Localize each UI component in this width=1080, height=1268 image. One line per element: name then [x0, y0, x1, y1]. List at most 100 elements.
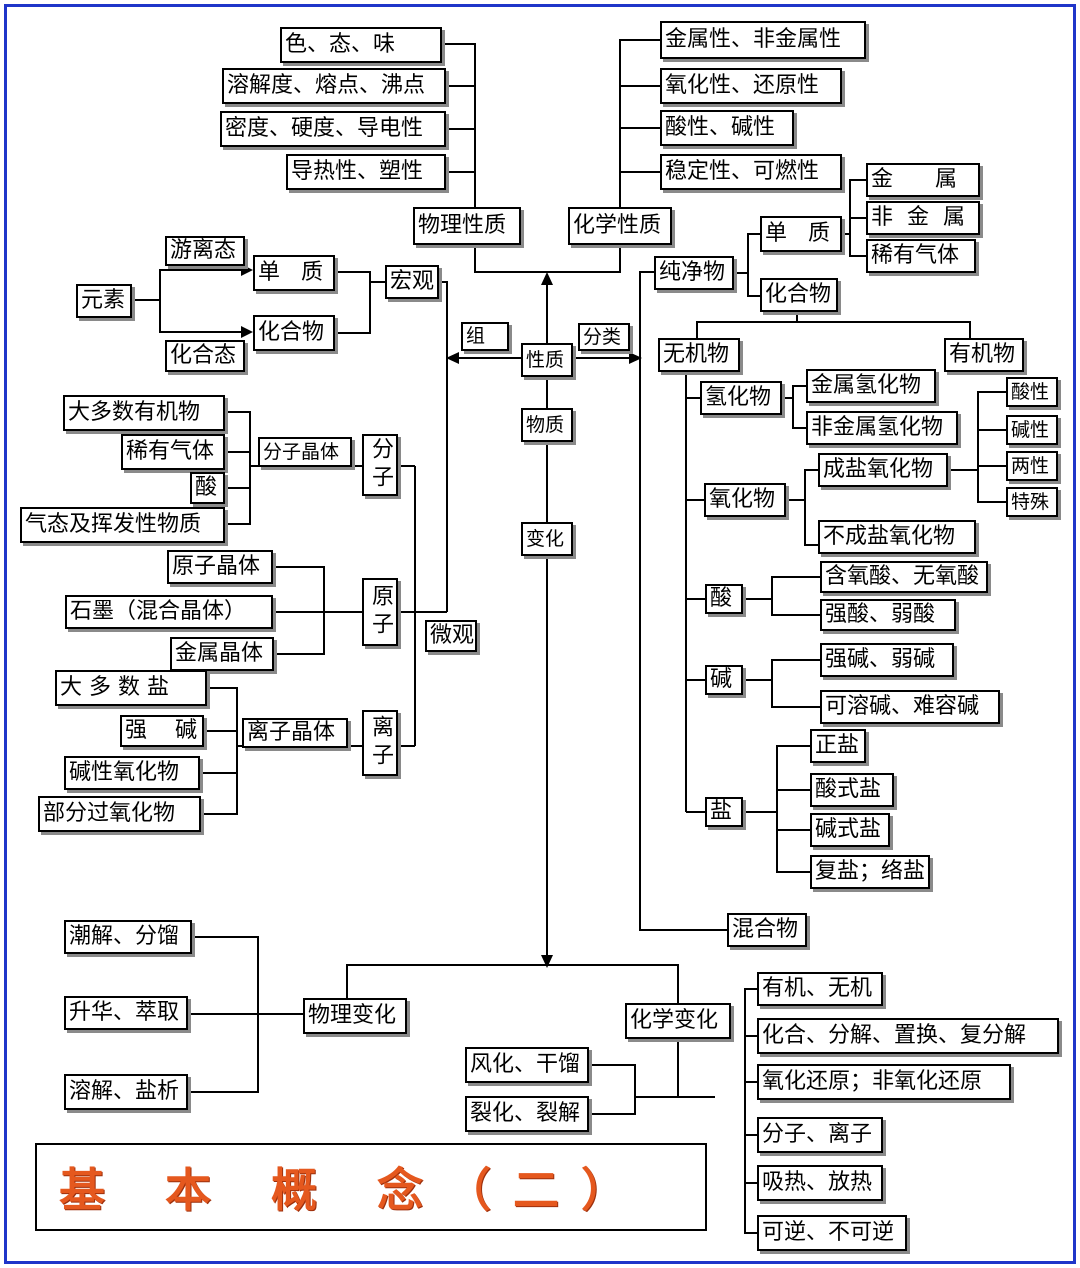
physical-change-dissolution: 溶解、盐析 [64, 1074, 188, 1110]
chemical-change-cracking: 裂化、裂解 [465, 1096, 589, 1132]
title-box: 基 本 概 念（二） [35, 1143, 707, 1231]
salt-item-normal: 正盐 [810, 729, 866, 763]
chemical-examples-bracket [589, 1064, 636, 1115]
arrowhead-right [629, 352, 642, 364]
arrowhead-compound [241, 326, 253, 338]
acid-item-strength: 强酸、弱酸 [820, 599, 956, 631]
salt-node: 盐 [705, 797, 743, 827]
reaction-type-organic: 有机、无机 [757, 972, 883, 1006]
physical-property-solubility: 溶解度、熔点、沸点 [222, 68, 446, 104]
molecule-node: 分子 [362, 434, 398, 496]
molecular-item-rare-gas: 稀有气体 [121, 434, 225, 470]
simple-item-rare-gas: 稀有气体 [866, 239, 976, 273]
atomic-item-atomic-crystal: 原子晶体 [167, 550, 273, 584]
reaction-type-reversibility: 可逆、不可逆 [757, 1215, 907, 1251]
oxide-type-special: 特殊 [1006, 487, 1058, 517]
molecule-label: 分子 [368, 437, 393, 493]
chemical-property-stability: 稳定性、可燃性 [660, 154, 842, 190]
reaction-type-basic: 化合、分解、置换、复分解 [757, 1018, 1059, 1054]
arrowhead-left [446, 352, 459, 364]
classification-label: 分类 [578, 323, 630, 351]
chemical-change-weathering: 风化、干馏 [465, 1047, 589, 1083]
ionic-crystal-label: 离子晶体 [242, 718, 348, 748]
arrowhead-up [541, 272, 553, 285]
physical-properties-node: 物理性质 [413, 207, 521, 245]
ion-items-bracket [201, 687, 238, 815]
acid-node: 酸 [705, 584, 743, 614]
ionic-item-peroxide: 部分过氧化物 [38, 796, 201, 832]
chemical-properties-bracket [619, 39, 660, 207]
base-item-solubility: 可溶碱、难容碱 [820, 690, 1000, 724]
mixture-node: 混合物 [727, 913, 807, 947]
micro-node: 微观 [425, 620, 477, 652]
reaction-type-redox: 氧化还原；非氧化还原 [757, 1064, 1011, 1100]
salt-item-double-complex: 复盐；络盐 [810, 855, 930, 889]
salt-bracket [776, 745, 810, 873]
physical-property-thermal: 导热性、塑性 [286, 154, 446, 190]
ion-label: 离子 [368, 715, 393, 771]
simple-substance-node-left: 单 质 [253, 255, 335, 291]
atomic-item-graphite: 石墨（混合晶体） [65, 595, 273, 629]
base-bracket [771, 659, 820, 708]
pure-mixture-line [639, 271, 727, 931]
arrowhead-down [541, 955, 553, 968]
ion-node: 离子 [362, 710, 398, 776]
physical-properties-bracket [442, 43, 476, 207]
oxide-type-basic: 碱性 [1006, 415, 1058, 445]
oxide-types-bracket [977, 391, 1006, 503]
composition-label: 组 [461, 322, 509, 351]
pure-bracket [747, 233, 760, 297]
ionic-item-strong-base: 强 碱 [120, 715, 204, 747]
simple-item-metal: 金 属 [866, 163, 980, 197]
salt-item-acid: 酸式盐 [810, 773, 894, 807]
molecular-item-volatile: 气态及挥发性物质 [20, 507, 225, 543]
element-bracket [159, 269, 242, 333]
organic-node: 有机物 [944, 338, 1024, 372]
oxide-node: 氧化物 [704, 483, 786, 517]
changes-split [346, 964, 679, 1003]
macro-node: 宏观 [385, 265, 439, 299]
chemical-properties-node: 化学性质 [568, 207, 672, 245]
physical-change-node: 物理变化 [303, 998, 407, 1034]
chemical-change-node: 化学变化 [625, 1003, 731, 1039]
macro-micro-line [439, 281, 448, 612]
molecular-item-organics: 大多数有机物 [63, 395, 225, 431]
chemical-property-redox: 氧化性、还原性 [660, 68, 842, 104]
salt-item-basic: 碱式盐 [810, 813, 890, 847]
acid-bracket [771, 576, 820, 616]
atom-label: 原子 [368, 584, 393, 640]
ionic-item-salts: 大 多 数 盐 [55, 670, 207, 706]
hydride-bracket [792, 385, 806, 429]
reaction-type-ionic: 分子、离子 [757, 1117, 883, 1153]
chemical-types-bracket [744, 988, 757, 1234]
free-state-label: 游离态 [165, 236, 245, 266]
pure-substance-node: 纯净物 [654, 256, 734, 290]
non-salt-forming-oxide: 不成盐氧化物 [818, 520, 976, 554]
hydride-item-metal: 金属氢化物 [806, 369, 936, 403]
physical-change-deliquescence: 潮解、分馏 [64, 920, 192, 954]
property-node: 性质 [521, 343, 573, 377]
atom-items-bracket [273, 566, 325, 655]
compound-node-right: 化合物 [760, 278, 838, 312]
simple-substance-node-right: 单 质 [760, 216, 842, 252]
hydride-item-nonmetal: 非金属氢化物 [806, 411, 958, 445]
base-node: 碱 [705, 665, 743, 695]
molecular-crystal-label: 分子晶体 [258, 437, 352, 467]
simple-item-nonmetal: 非 金 属 [866, 201, 980, 235]
base-item-strength: 强碱、弱碱 [820, 643, 954, 677]
molecule-items-bracket [225, 411, 251, 525]
physical-change-sublimation: 升华、萃取 [64, 996, 188, 1030]
atom-node: 原子 [362, 578, 398, 646]
reaction-type-thermal: 吸热、放热 [757, 1165, 883, 1201]
chemical-property-acidity: 酸性、碱性 [660, 110, 794, 146]
molecular-item-acid: 酸 [190, 472, 225, 504]
physical-property-density: 密度、硬度、导电性 [220, 111, 446, 147]
acid-item-oxyacid: 含氧酸、无氧酸 [820, 561, 988, 593]
inorganic-node: 无机物 [658, 338, 740, 372]
element-node: 元素 [76, 284, 132, 318]
oxide-type-acidic: 酸性 [1006, 377, 1058, 407]
substance-node: 物质 [521, 408, 573, 442]
oxide-bracket [804, 469, 818, 546]
macro-bracket [335, 271, 371, 334]
